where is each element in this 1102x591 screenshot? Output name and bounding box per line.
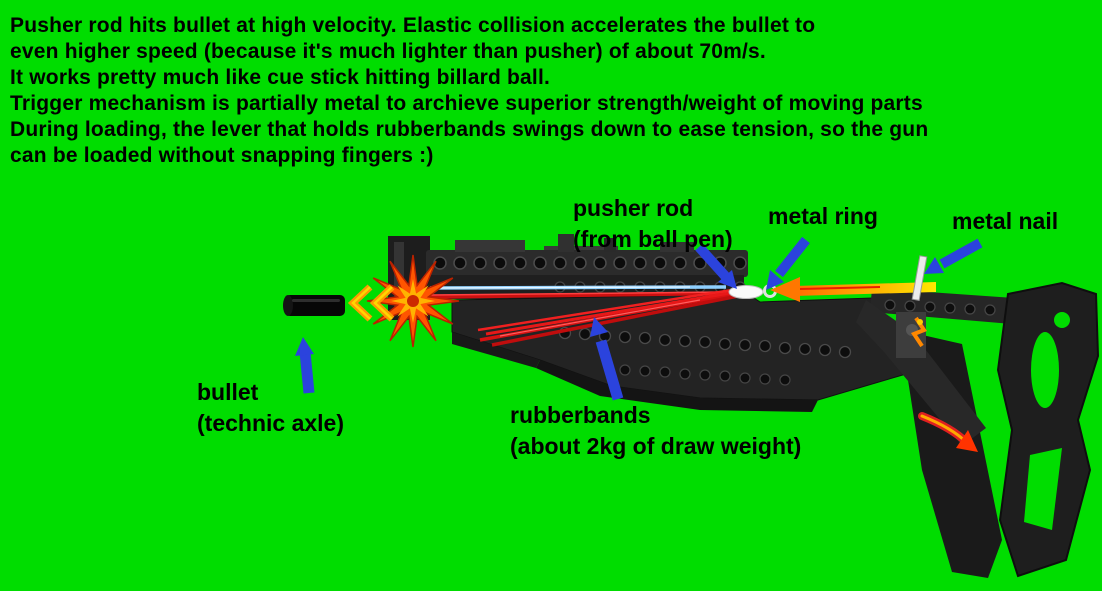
metal-ring-label: metal ring: [768, 203, 878, 229]
motion-chevrons-icon: [347, 284, 395, 322]
metal-ring-arrow: [766, 236, 810, 290]
pusher-travel-arrow-icon: [770, 277, 936, 302]
rubberbands-label: rubberbands (about 2kg of draw weight): [510, 400, 801, 462]
description-text: Pusher rod hits bullet at high velocity.…: [10, 13, 928, 169]
description-line-2: even higher speed (because it's much lig…: [10, 40, 766, 63]
impact-burst-icon: [366, 254, 460, 348]
rubberbands-shape: [423, 288, 741, 347]
metal-nail-label: metal nail: [952, 208, 1059, 234]
metal-nail-arrow: [924, 238, 983, 274]
pusher-rod-label-line-1: pusher rod: [573, 195, 694, 221]
pusher-rod-label-line-2: (from ball pen): [573, 226, 733, 252]
pusher-rod-arrow: [695, 243, 737, 289]
rubberbands-label-line-2: (about 2kg of draw weight): [510, 433, 802, 459]
rubberbands-arrow: [590, 317, 624, 401]
pusher-rod-label: pusher rod (from ball pen): [573, 193, 733, 255]
rubberbands-label-line-1: rubberbands: [510, 402, 651, 428]
description-line-4: Trigger mechanism is partially metal to …: [10, 92, 923, 115]
grip-motion-arrow-icon: [918, 412, 978, 452]
bullet-label-line-1: bullet: [197, 379, 259, 405]
bullet-arrow: [295, 337, 315, 394]
lego-gun-photo: [388, 234, 1100, 578]
bullet-label-line-2: (technic axle): [197, 410, 344, 436]
description-line-6: can be loaded without snapping fingers :…: [10, 144, 434, 167]
bullet-shape: [283, 295, 345, 316]
description-line-5: During loading, the lever that holds rub…: [10, 118, 929, 141]
description-line-1: Pusher rod hits bullet at high velocity.…: [10, 14, 816, 37]
description-line-3: It works pretty much like cue stick hitt…: [10, 66, 551, 89]
bullet-label: bullet (technic axle): [197, 377, 344, 439]
metal-nail-shape: [911, 255, 928, 301]
